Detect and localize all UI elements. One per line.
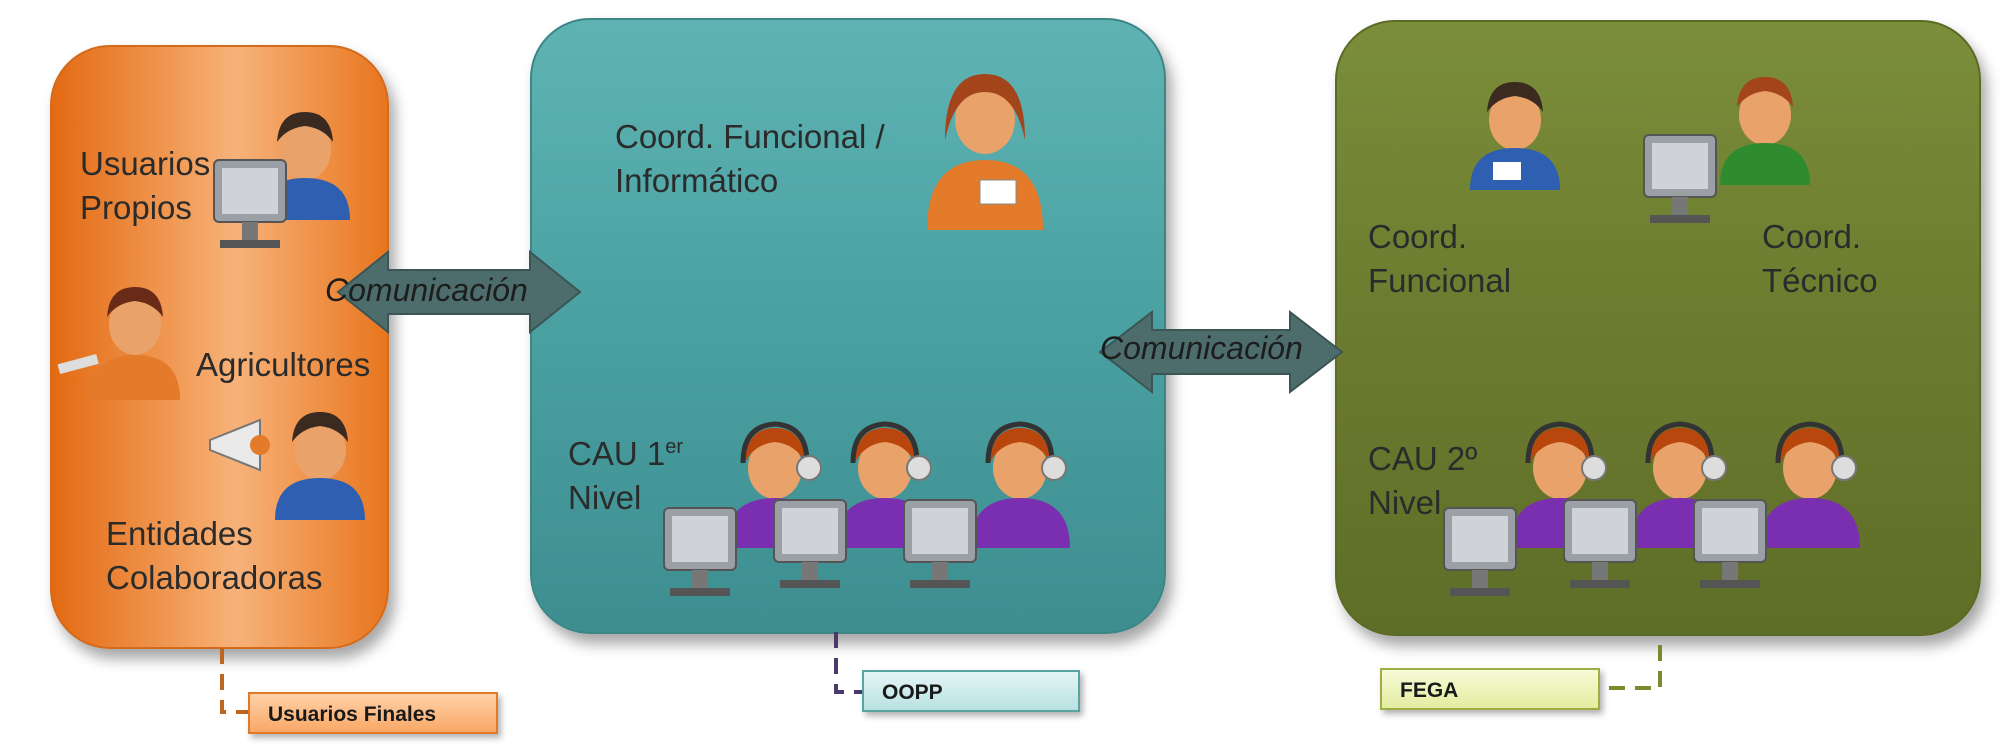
technician-at-computer-icon xyxy=(1720,77,1810,185)
coordinator-man-icon xyxy=(1470,82,1560,190)
tag-fega: FEGA xyxy=(1380,668,1600,710)
label-usuarios-propios: Usuarios Propios xyxy=(80,145,211,226)
connector-fega xyxy=(1600,645,1662,690)
label-coord-funcional: Coord. Funcional xyxy=(1368,218,1512,299)
tag-usuarios-finales: Usuarios Finales xyxy=(248,692,498,734)
arrow-label-right: Comunicación xyxy=(1100,330,1303,366)
label-coord-funcional-informatico: Coord. Funcional / Informático xyxy=(615,118,885,199)
coordinator-woman-icon xyxy=(927,74,1043,230)
tag-oopp: OOPP xyxy=(862,670,1080,712)
megaphone-user-icon xyxy=(209,412,365,520)
connector-users xyxy=(220,648,248,714)
label-cau-2-nivel: CAU 2º Nivel xyxy=(1368,440,1478,521)
arrow-label-left: Comunicación xyxy=(325,272,528,308)
communication-arrow-left xyxy=(336,249,582,335)
farmer-icon xyxy=(57,287,180,400)
connector-oopp xyxy=(834,632,862,694)
panel-fega xyxy=(1335,20,1981,636)
panel-usuarios-finales xyxy=(50,45,389,649)
label-coord-tecnico: Coord. Técnico xyxy=(1762,218,1878,299)
label-agricultores: Agricultores xyxy=(196,346,371,383)
label-entidades-colaboradoras: Entidades Colaboradoras xyxy=(106,515,323,596)
communication-arrow-right xyxy=(1098,309,1344,395)
